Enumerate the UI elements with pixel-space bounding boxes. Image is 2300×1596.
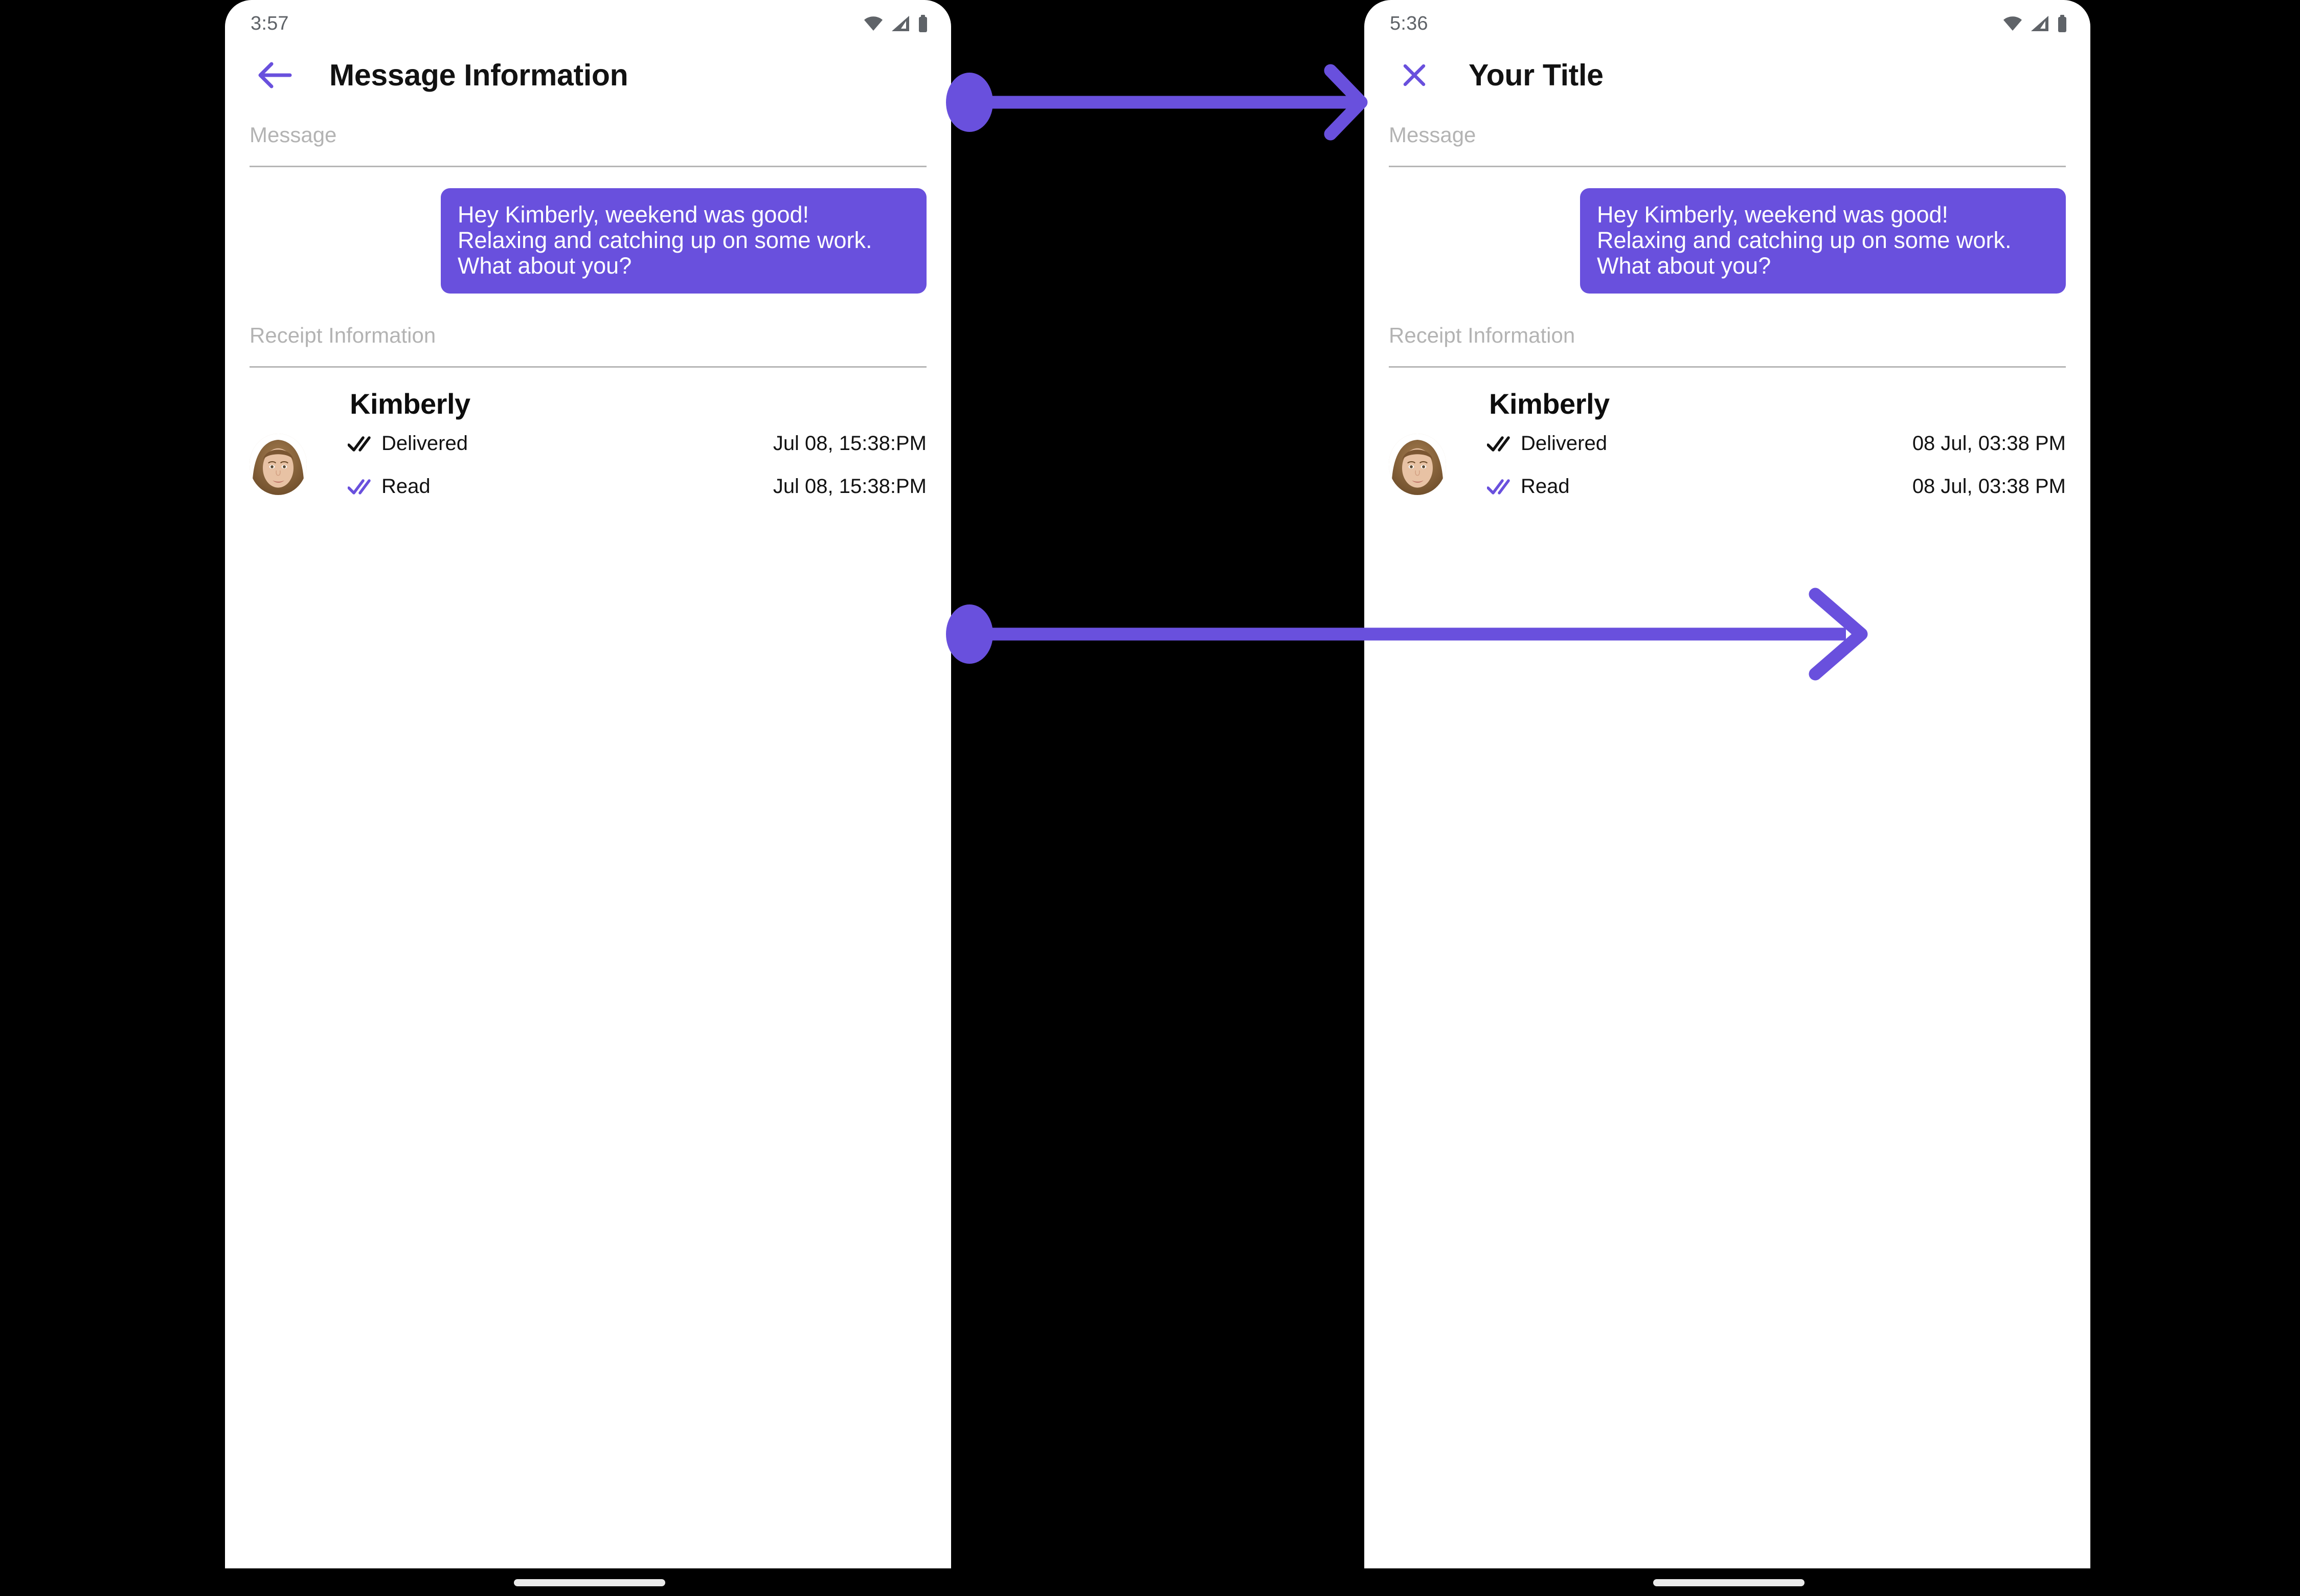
message-section-header-left: Message (250, 110, 927, 167)
double-check-icon (1487, 478, 1521, 496)
page-title: Message Information (329, 58, 628, 92)
receipt-rows-right: Delivered 08 Jul, 03:38 PM Read 08 Jul, … (1487, 422, 2066, 508)
receipt-block-left: Kimberly (225, 387, 951, 508)
avatar (1389, 433, 1446, 495)
status-bar-right: 5:36 (1364, 0, 2090, 40)
spacer (225, 294, 951, 311)
message-bubble: Hey Kimberly, weekend was good! Relaxing… (441, 188, 927, 294)
receipt-timestamp: 08 Jul, 03:38 PM (1912, 475, 2066, 498)
gesture-bar-right (1653, 1579, 1805, 1586)
annotation-dot-top (946, 73, 993, 132)
status-bar-clock: 3:57 (251, 13, 289, 34)
receipt-body: Delivered 08 Jul, 03:38 PM Read 08 Jul, … (1389, 422, 2066, 508)
close-x-icon[interactable] (1387, 48, 1442, 103)
receipt-status-label: Read (1521, 475, 1570, 498)
status-bar-icons (2002, 15, 2068, 32)
message-bubble: Hey Kimberly, weekend was good! Relaxing… (1580, 188, 2066, 294)
receipt-section-label: Receipt Information (1389, 323, 1575, 347)
battery-icon (917, 15, 929, 32)
message-section-label: Message (1389, 123, 1476, 147)
message-section-header-right: Message (1389, 110, 2066, 167)
message-section-label: Message (250, 123, 337, 147)
app-bar-right: Your Title (1364, 40, 2090, 110)
wifi-icon (2002, 15, 2023, 32)
page-title: Your Title (1469, 58, 1604, 92)
receipt-rows-left: Delivered Jul 08, 15:38:PM Read Jul 08, … (348, 422, 927, 508)
double-check-icon (348, 478, 381, 496)
receipt-body: Delivered Jul 08, 15:38:PM Read Jul 08, … (250, 422, 927, 508)
status-bar-clock: 5:36 (1390, 13, 1428, 34)
receipt-timestamp: Jul 08, 15:38:PM (773, 475, 927, 498)
receipt-contact-name: Kimberly (1489, 387, 1610, 420)
spacer (1364, 294, 2090, 311)
double-check-icon (348, 435, 381, 453)
divider (1389, 166, 2066, 167)
divider (250, 366, 927, 368)
cell-signal-icon (891, 15, 910, 32)
annotation-dot-bottom (946, 604, 993, 664)
back-arrow-icon[interactable] (247, 48, 303, 103)
phone-mockup-left: 3:57 Message Information (225, 0, 951, 1568)
receipt-row-read: Read 08 Jul, 03:38 PM (1487, 465, 2066, 508)
wifi-icon (863, 15, 884, 32)
receipt-block-right: Kimberly (1364, 387, 2090, 508)
receipt-timestamp: 08 Jul, 03:38 PM (1912, 432, 2066, 455)
receipt-status-label: Delivered (1521, 432, 1607, 455)
app-bar-left: Message Information (225, 40, 951, 110)
receipt-timestamp: Jul 08, 15:38:PM (773, 432, 927, 455)
cell-signal-icon (2030, 15, 2049, 32)
gesture-bar-left (514, 1579, 665, 1586)
message-bubble-row-right: Hey Kimberly, weekend was good! Relaxing… (1364, 167, 2090, 294)
receipt-status-label: Delivered (381, 432, 468, 455)
receipt-section-header-left: Receipt Information (250, 311, 927, 368)
avatar (250, 433, 307, 495)
phone-mockup-right: 5:36 Your Title Messag (1364, 0, 2090, 1568)
status-bar-icons (863, 15, 929, 32)
battery-icon (2057, 15, 2068, 32)
receipt-section-header-right: Receipt Information (1389, 311, 2066, 368)
receipt-row-read: Read Jul 08, 15:38:PM (348, 465, 927, 508)
receipt-row-delivered: Delivered 08 Jul, 03:38 PM (1487, 422, 2066, 465)
receipt-status-label: Read (381, 475, 431, 498)
divider (250, 166, 927, 167)
status-bar-left: 3:57 (225, 0, 951, 40)
divider (1389, 366, 2066, 368)
double-check-icon (1487, 435, 1521, 453)
receipt-contact-name: Kimberly (350, 387, 470, 420)
receipt-row-delivered: Delivered Jul 08, 15:38:PM (348, 422, 927, 465)
message-bubble-row-left: Hey Kimberly, weekend was good! Relaxing… (225, 167, 951, 294)
receipt-section-label: Receipt Information (250, 323, 436, 347)
